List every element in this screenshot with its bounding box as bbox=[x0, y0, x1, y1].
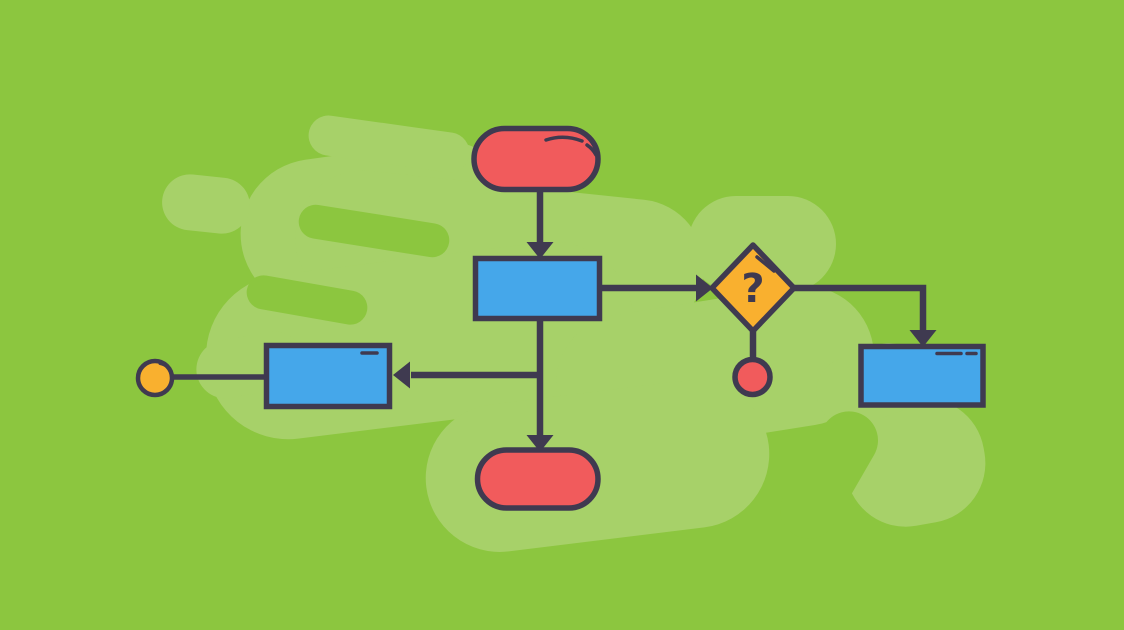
blob-shape bbox=[308, 115, 470, 173]
blob-gap-stripe bbox=[298, 204, 450, 258]
flowchart-nodes: ? bbox=[135, 125, 986, 511]
shine-mark bbox=[158, 362, 173, 375]
arrowhead-right-into-decision bbox=[696, 274, 713, 302]
arrowhead-down-into-end bbox=[526, 435, 554, 452]
process-left-node bbox=[263, 342, 393, 410]
arrowhead-down-into-center bbox=[526, 242, 554, 259]
blob-shape bbox=[688, 196, 836, 292]
blob-shape bbox=[844, 398, 986, 527]
question-mark-label: ? bbox=[741, 266, 764, 312]
arrowhead-down-into-right bbox=[909, 330, 937, 347]
terminal-dot-node bbox=[732, 356, 773, 398]
end-terminator-node bbox=[474, 447, 601, 511]
start-terminator-node bbox=[471, 125, 601, 193]
edge-decision-to-right bbox=[794, 284, 927, 332]
arrowhead-left-into-left bbox=[393, 361, 410, 389]
shine-mark bbox=[585, 143, 598, 157]
blob-gap-stripe bbox=[780, 411, 878, 539]
decision-node bbox=[709, 242, 797, 334]
blob-gap-stripe bbox=[246, 275, 368, 325]
process-center-node bbox=[472, 255, 603, 322]
origin-dot-node bbox=[135, 358, 175, 398]
process-right-node bbox=[858, 343, 986, 408]
shine-mark bbox=[755, 255, 776, 273]
shine-mark bbox=[544, 135, 584, 143]
flowchart-edges bbox=[172, 192, 937, 452]
blob-shape bbox=[162, 174, 250, 234]
